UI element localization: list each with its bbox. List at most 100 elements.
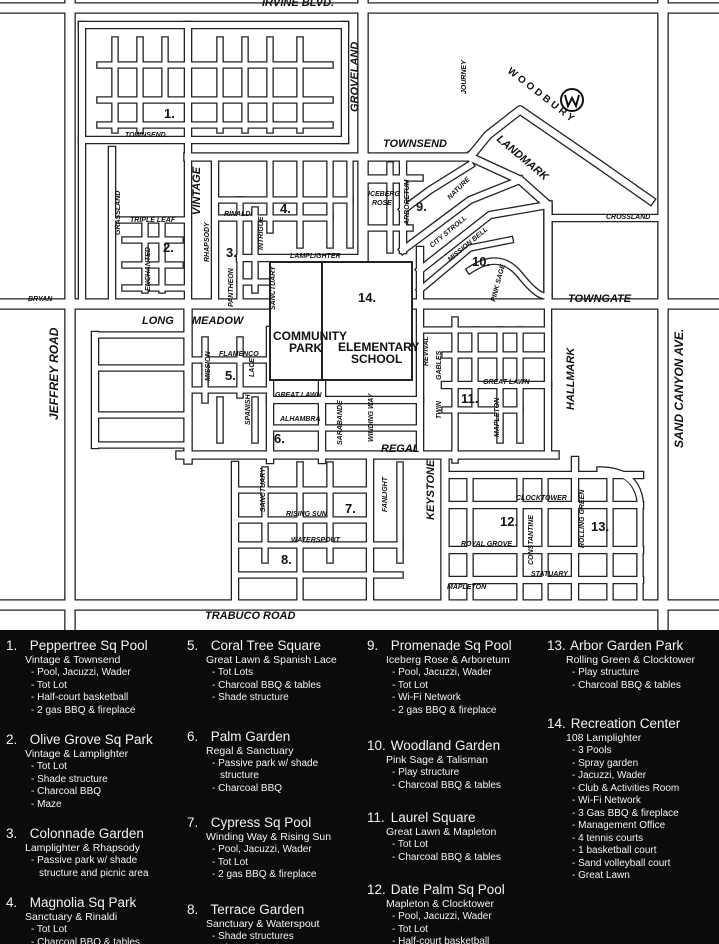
legend-item-title: 8. Terrace Garden: [187, 902, 367, 918]
legend-item-number: 14.: [547, 716, 566, 731]
legend-item-feature: - Passive park w/ shade: [31, 855, 138, 866]
street-segment: [597, 467, 643, 603]
marker-13: 13.: [591, 519, 609, 534]
legend-item-feature: - Pool, Jacuzzi, Wader: [31, 667, 131, 678]
street-lamplighter: LAMPLIGHTER: [290, 253, 341, 260]
marker-1: 1.: [164, 106, 175, 121]
neighborhood-map: IRVINE BLVD. TRABUCO ROAD JEFFREY ROAD S…: [0, 0, 719, 636]
street-towngate: TOWNGATE: [568, 293, 632, 305]
legend-item-title: 1. Peppertree Sq Pool: [6, 638, 186, 654]
street-townsend-east: TOWNSEND: [383, 138, 447, 150]
legend-item-feature: - 3 Pools: [572, 745, 612, 756]
legend-item-location: Pink Sage & Talisman: [386, 754, 488, 766]
legend-item-feature: - Sand volleyball court: [572, 857, 671, 869]
street-mapleton: MAPLETON: [494, 397, 501, 437]
legend-item-feature: - Tot Lot: [392, 839, 428, 850]
street-waterspout: WATERSPOUT: [291, 537, 341, 544]
street-constantine: CONSTANTINE: [528, 515, 535, 565]
legend-item-number: 13.: [547, 638, 566, 653]
marker-4: 4.: [280, 201, 291, 216]
street-jeffrey-road: JEFFREY ROAD: [47, 327, 61, 420]
street-gables: GABLES: [436, 351, 443, 381]
legend-item-number: 6.: [187, 728, 199, 744]
street-hallmark: HALLMARK: [565, 347, 577, 410]
street-iceberg-rose-2: ROSE: [372, 200, 392, 207]
street-segment: [415, 201, 552, 275]
street-mission: MISSION: [205, 350, 212, 381]
legend-item-feature: structure and picnic area: [39, 867, 149, 879]
marker-8: 8.: [281, 552, 292, 567]
street-segment: [466, 258, 552, 299]
legend-item-feature: - Tot Lot: [392, 923, 428, 935]
legend-item-feature: - Great Lawn: [572, 870, 630, 881]
legend-item-feature: - 2 gas BBQ & fireplace: [212, 869, 317, 880]
legend-item-feature: - Spray garden: [572, 757, 639, 769]
street-sarabande: SARABANDE: [337, 400, 344, 445]
legend-item-feature: - Wi-Fi Network: [392, 692, 461, 703]
legend-item-location: 108 Lamplighter: [566, 732, 642, 744]
legend-item-feature: - 2 gas BBQ & fireplace: [31, 704, 136, 716]
street-great-lawn-west: GREAT LAWN: [275, 392, 322, 399]
street-triple-leaf: TRIPLE LEAF: [130, 217, 176, 224]
legend-item-name: Magnolia Sq Park: [26, 895, 137, 910]
street-statuary: STATUARY: [531, 571, 569, 578]
legend-item-feature: - Play structure: [572, 667, 640, 678]
legend-item-title: 5. Coral Tree Square: [187, 638, 367, 654]
legend-item-location: Rolling Green & Clocktower: [566, 654, 695, 666]
legend-item-number: 4.: [6, 895, 18, 910]
legend-item-location: Sanctuary & Waterspout: [206, 917, 320, 930]
marker-14: 14.: [358, 290, 376, 305]
street-iceberg-rose-1: ICEBERG: [368, 191, 400, 198]
street-sanctuary: SANCTUARY: [270, 265, 277, 310]
legend-item-feature: - Charcoal BBQ & tables: [572, 679, 681, 691]
street-mapleton-south: MAPLETON: [447, 584, 487, 591]
legend-item-title: 9. Promenade Sq Pool: [367, 638, 547, 654]
legend-item-feature: - Tot Lot: [31, 679, 67, 691]
legend-item-location: Vintage & Lamplighter: [25, 748, 129, 760]
street-revival: REVIVAL: [423, 336, 430, 366]
legend-item-location: Great Lawn & Mapleton: [386, 826, 497, 838]
street-groveland: GROVELAND: [349, 42, 361, 112]
marker-5: 5.: [225, 368, 236, 383]
legend-item-name: Peppertree Sq Pool: [26, 638, 148, 653]
legend-item-feature: - Pool, Jacuzzi, Wader: [392, 667, 492, 678]
street-fanlight: FANLIGHT: [382, 476, 389, 512]
street-flamenco: FLAMENCO: [219, 351, 259, 358]
marker-12: 12.: [500, 514, 518, 529]
legend-item-number: 11.: [367, 810, 385, 825]
legend-item-feature: - Tot Lot: [31, 924, 67, 935]
legend-item-name: Olive Grove Sq Park: [26, 732, 153, 747]
legend-item-number: 7.: [187, 815, 199, 830]
street-segment: [398, 176, 524, 255]
legend-item-feature: - Charcoal BBQ & tables: [212, 679, 321, 691]
legend-item-number: 8.: [187, 901, 199, 917]
marker-7: 7.: [345, 501, 356, 516]
legend-item-name: Arbor Garden Park: [567, 638, 684, 653]
street-pantheon: PANTHEON: [228, 267, 235, 307]
w-in-circle-icon: [560, 88, 584, 112]
street-arboretum: ARBORETUM: [404, 179, 411, 226]
legend-item-title: 14. Recreation Center: [547, 716, 719, 732]
park-block: [269, 261, 323, 381]
legend-item-name: Terrace Garden: [207, 901, 305, 917]
legend-item-feature: - Half-court basketball: [31, 692, 129, 703]
street-twin: TWIN: [436, 400, 443, 419]
legend-item-feature: - Shade structures: [212, 930, 294, 942]
legend-item-name: Recreation Center: [567, 716, 681, 731]
legend-item-feature: - Management Office: [572, 820, 666, 831]
legend-item-number: 2.: [6, 732, 18, 747]
street-network: [0, 0, 719, 636]
